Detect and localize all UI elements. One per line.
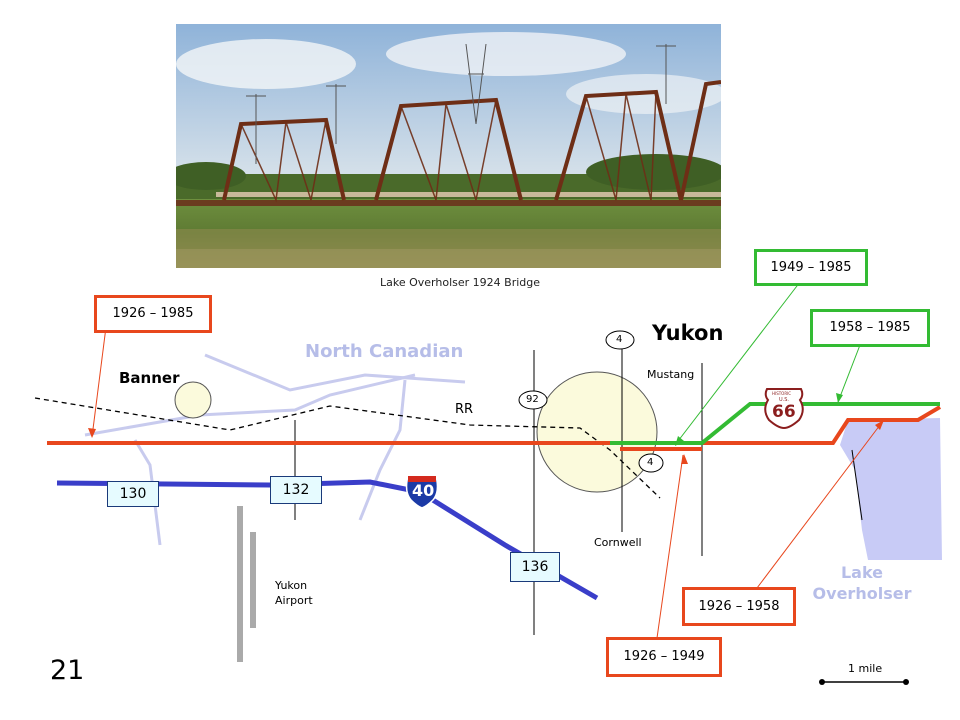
mustang-label: Mustang — [647, 368, 695, 381]
hwy4-top-shield: 4 — [616, 334, 623, 345]
hwy92-shield: 92 — [526, 394, 539, 405]
leader-1926-1949 — [656, 454, 684, 639]
banner-town-marker — [174, 381, 212, 419]
scale-label: 1 mile — [848, 662, 883, 675]
lake-overholser-shape — [840, 418, 942, 560]
north-canadian-river — [84, 353, 466, 546]
leader-1949-1985 — [674, 281, 801, 446]
arrow-1926-1958 — [875, 420, 884, 430]
exit-130-box: 130 — [107, 481, 159, 507]
date-box-1958-1985: 1958 – 1985 — [810, 309, 930, 347]
north-canadian-label: North Canadian — [305, 341, 464, 362]
leader-1958-1985 — [837, 344, 861, 403]
bridge-photo — [176, 24, 721, 268]
hwy92-shield-shape — [518, 390, 548, 410]
arrow-1926-1949 — [681, 454, 688, 464]
airport-runway-short — [250, 532, 256, 628]
route66-red-alignment — [47, 405, 942, 445]
yukon-town-marker — [536, 371, 658, 493]
route66-shield-number: 66 — [772, 402, 796, 422]
photo-caption: Lake Overholser 1924 Bridge — [380, 276, 540, 289]
hwy4-bottom-shield-shape — [638, 453, 664, 473]
cornwell-label: Cornwell — [594, 536, 642, 549]
date-box-1926-1949: 1926 – 1949 — [606, 637, 722, 677]
airport-label: Yukon Airport — [275, 579, 313, 607]
arrow-1949-1985 — [675, 436, 684, 446]
railroad-label: RR — [455, 402, 474, 417]
railroad-line — [34, 397, 661, 499]
scale-bar — [819, 679, 909, 685]
date-box-1926-1958: 1926 – 1958 — [682, 587, 796, 626]
route66-green-1949 — [610, 402, 940, 445]
leader-1926-1985 — [91, 326, 107, 438]
interstate-40-number: 40 — [412, 481, 435, 500]
arrow-1958-1985 — [836, 393, 843, 403]
exit-132-box: 132 — [270, 476, 322, 504]
arrow-1926-1985 — [88, 428, 96, 438]
interstate-40-shield — [405, 475, 439, 509]
route66-shield-us: U.S. — [779, 397, 790, 403]
hwy4-top-shield-shape — [605, 330, 635, 350]
hwy4-bottom-shield: 4 — [647, 457, 654, 468]
route66-shield — [764, 388, 804, 430]
banner-label: Banner — [119, 369, 180, 387]
page-number: 21 — [50, 655, 85, 686]
airport-runway-long — [237, 506, 243, 662]
exit-136-box: 136 — [510, 552, 560, 582]
leader-1926-1958 — [756, 420, 884, 589]
date-box-1926-1985: 1926 – 1985 — [94, 295, 212, 333]
yukon-label: Yukon — [652, 321, 724, 345]
date-box-1949-1985: 1949 – 1985 — [754, 249, 868, 286]
lake-overholser-label: Lake Overholser — [812, 563, 912, 603]
route66-shield-top: HISTORIC — [772, 391, 792, 396]
